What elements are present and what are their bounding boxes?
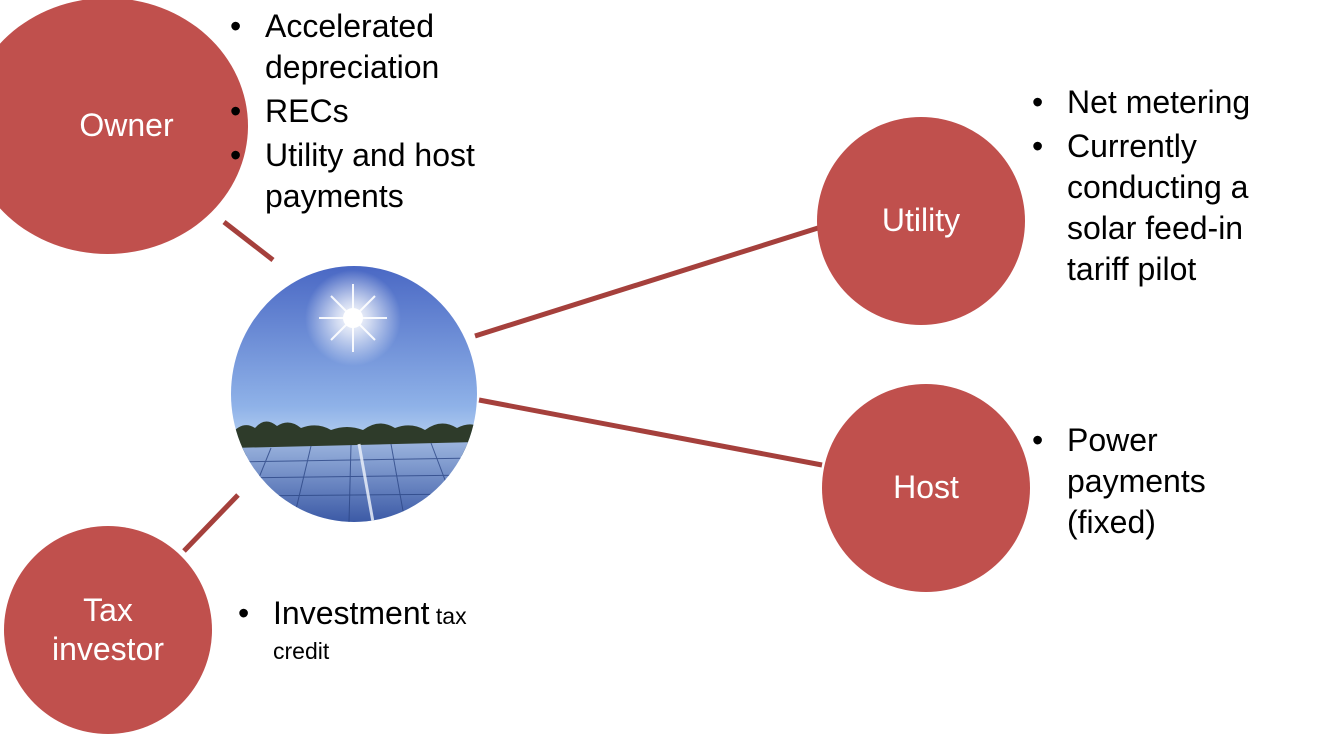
- list-item: Currently conducting a solar feed-in tar…: [1029, 126, 1319, 290]
- list-item: Net metering: [1029, 82, 1319, 123]
- tax-benefit-small-2: credit: [273, 638, 330, 664]
- list-item: Utility and host payments: [227, 135, 547, 217]
- utility-benefits-list: Net metering Currently conducting a sola…: [1029, 82, 1319, 293]
- solar-panel-image: [231, 266, 477, 522]
- tax-investor-benefits-list: Investment tax credit: [235, 593, 555, 678]
- node-utility-label: Utility: [881, 202, 961, 239]
- connector-tax-investor: [182, 493, 240, 553]
- node-tax-investor: Tax investor: [4, 526, 212, 734]
- owner-benefit-2: RECs: [265, 93, 349, 129]
- connector-owner: [222, 220, 275, 262]
- node-tax-investor-label-line1: Tax: [83, 591, 133, 628]
- connector-utility: [474, 225, 819, 339]
- utility-benefit-2: Currently conducting a solar feed-in tar…: [1067, 128, 1249, 287]
- node-tax-investor-label-line2: investor: [51, 631, 165, 667]
- node-host-label: Host: [893, 469, 959, 506]
- node-owner-label: Owner: [79, 107, 174, 144]
- connector-host: [478, 397, 823, 468]
- tax-benefit-small-1: tax: [429, 603, 467, 629]
- list-item: Investment tax credit: [235, 593, 555, 675]
- utility-benefit-1: Net metering: [1067, 84, 1251, 120]
- list-item: RECs: [227, 91, 547, 132]
- tax-benefit-main: Investment: [273, 595, 430, 631]
- owner-benefit-3: Utility and host payments: [265, 137, 475, 214]
- host-benefits-list: Power payments (fixed): [1029, 420, 1279, 546]
- node-utility: Utility: [817, 117, 1025, 325]
- list-item: Power payments (fixed): [1029, 420, 1279, 543]
- list-item: Accelerated depreciation: [227, 6, 547, 88]
- node-host: Host: [822, 384, 1030, 592]
- node-owner: Owner: [0, 0, 248, 254]
- host-benefit-1: Power payments (fixed): [1067, 422, 1206, 540]
- solar-panel-illustration: [231, 266, 477, 522]
- owner-benefits-list: Accelerated depreciation RECs Utility an…: [227, 6, 547, 220]
- owner-benefit-1: Accelerated depreciation: [265, 8, 440, 85]
